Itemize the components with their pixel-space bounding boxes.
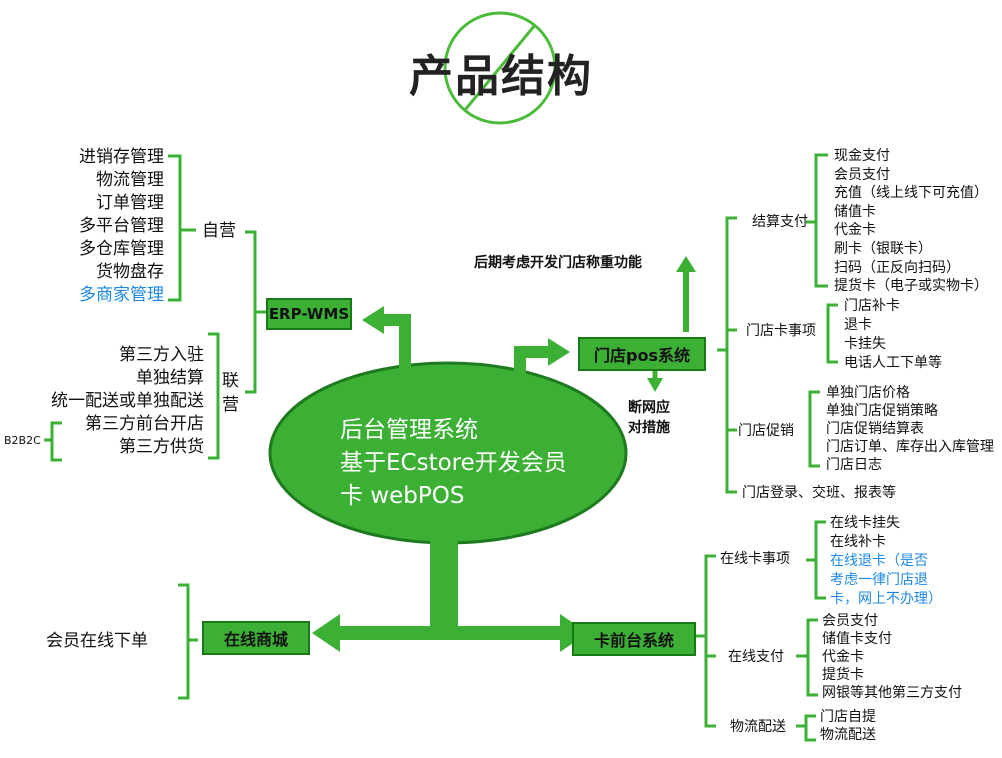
settle-pay-list: 现金支付 会员支付 充值（线上线下可充值） 储值卡 代金卡 刷卡（银联卡） 扫码… (834, 147, 988, 296)
center-text: 后台管理系统 基于ECstore开发会员 卡 webPOS (340, 414, 590, 513)
offline-line-1: 断网应 (628, 400, 670, 416)
online-pay-label: 在线支付 (728, 649, 784, 665)
list-item: 进销存管理 (79, 147, 164, 167)
list-item: 订单管理 (96, 193, 164, 213)
list-item: 门店自提 (820, 709, 876, 725)
future-feature-label: 后期考虑开发门店称重功能 (474, 255, 642, 271)
store-card-label: 门店卡事项 (746, 323, 816, 339)
list-item: 提货卡（电子或实物卡） (834, 278, 988, 295)
member-order-label: 会员在线下单 (46, 631, 148, 651)
list-item: 单独门店价格 (826, 385, 910, 401)
list-item: 卡挂失 (844, 336, 886, 352)
list-item: 扫码（正反向扫码） (834, 259, 960, 276)
list-item: 第三方前台开店 (85, 414, 204, 434)
logistics-list: 门店自提 物流配送 (820, 708, 876, 744)
list-item: 货物盘存 (96, 262, 164, 282)
list-item: 多商家管理 (79, 285, 164, 305)
online-mall-box: 在线商城 (202, 621, 310, 655)
list-item: 在线补卡 (830, 534, 886, 550)
list-item: 代金卡 (834, 222, 876, 239)
page-title: 产品结构 (409, 51, 593, 102)
list-item: 网银等其他第三方支付 (822, 685, 962, 701)
list-item: 门店日志 (826, 457, 882, 473)
pos-system-label: 门店pos系统 (594, 346, 690, 365)
list-item: 单独结算 (136, 368, 204, 388)
title-circle-icon (443, 11, 557, 125)
list-item: 会员支付 (834, 166, 890, 183)
list-item: 多平台管理 (79, 216, 164, 236)
joint-operation-label-1: 联 (222, 371, 239, 391)
list-item: 统一配送或单独配送 (51, 391, 204, 411)
list-item: 会员支付 (822, 613, 878, 629)
list-item: 单独门店促销策略 (826, 403, 938, 419)
list-item: 物流配送 (820, 727, 876, 743)
offline-line-2: 对措施 (628, 420, 670, 436)
list-item: 刷卡（银联卡） (834, 240, 932, 257)
list-item: 卡，网上不办理） (830, 591, 942, 607)
list-item: 退卡 (844, 317, 872, 333)
online-card-list: 在线卡挂失 在线补卡 在线退卡（是否 考虑一律门店退 卡，网上不办理） (830, 514, 942, 609)
online-card-label: 在线卡事项 (720, 551, 790, 567)
center-line-2: 基于ECstore开发会员 (340, 450, 567, 476)
joint-operation-label-2: 营 (222, 395, 239, 415)
online-pay-list: 会员支付 储值卡支付 代金卡 提货卡 网银等其他第三方支付 (822, 612, 962, 702)
list-item: 储值卡支付 (822, 631, 892, 647)
list-item: 物流管理 (96, 170, 164, 190)
erp-wms-label: ERP-WMS (268, 305, 350, 323)
list-item: 提货卡 (822, 667, 864, 683)
list-item: 第三方供货 (119, 437, 204, 457)
list-item: 储值卡 (834, 203, 876, 220)
pos-system-box: 门店pos系统 (578, 337, 706, 371)
card-front-label: 卡前台系统 (593, 631, 674, 650)
settle-pay-label: 结算支付 (752, 214, 808, 230)
list-item: 在线退卡（是否 (830, 553, 928, 569)
store-promo-label: 门店促销 (738, 423, 794, 439)
erp-wms-box: ERP-WMS (266, 298, 352, 330)
list-item: 门店补卡 (844, 298, 900, 314)
center-line-3: 卡 webPOS (340, 483, 465, 509)
offline-measures: 断网应 对措施 (628, 398, 670, 438)
list-item: 代金卡 (822, 649, 864, 665)
list-item: 第三方入驻 (119, 345, 204, 365)
list-item: 在线卡挂失 (830, 515, 900, 531)
list-item: 门店订单、库存出入库管理 (826, 439, 994, 455)
self-operated-label: 自营 (202, 221, 236, 241)
store-login-label: 门店登录、交班、报表等 (742, 485, 896, 501)
self-operated-list: 进销存管理 物流管理 订单管理 多平台管理 多仓库管理 货物盘存 多商家管理 (40, 146, 164, 307)
store-promo-list: 单独门店价格 单独门店促销策略 门店促销结算表 门店订单、库存出入库管理 门店日… (826, 384, 994, 474)
logistics-label: 物流配送 (730, 719, 786, 735)
list-item: 多仓库管理 (79, 239, 164, 259)
list-item: 门店促销结算表 (826, 421, 924, 437)
online-mall-label: 在线商城 (223, 630, 288, 649)
center-line-1: 后台管理系统 (340, 417, 478, 443)
b2b2c-label: B2B2C (4, 434, 41, 447)
card-front-box: 卡前台系统 (572, 622, 696, 656)
store-card-list: 门店补卡 退卡 卡挂失 电话人工下单等 (844, 297, 942, 373)
list-item: 考虑一律门店退 (830, 572, 928, 588)
list-item: 电话人工下单等 (844, 355, 942, 371)
joint-operation-list: 第三方入驻 单独结算 统一配送或单独配送 第三方前台开店 第三方供货 (10, 344, 204, 459)
list-item: 现金支付 (834, 148, 890, 164)
list-item: 充值（线上线下可充值） (834, 185, 988, 202)
